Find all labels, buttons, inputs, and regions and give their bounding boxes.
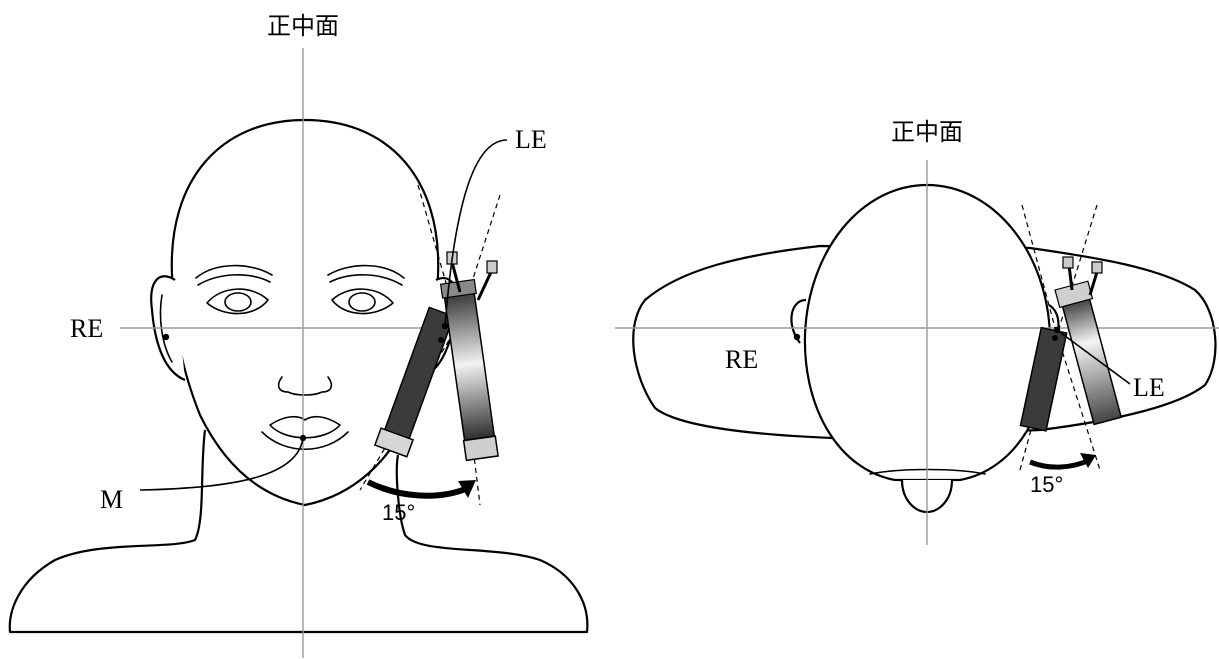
front-angle-label: 15°	[382, 500, 415, 525]
shoulders-outline	[8, 429, 589, 634]
front-le-label: LE	[515, 125, 547, 154]
front-re-label: RE	[70, 314, 103, 343]
top-le-label: LE	[1133, 373, 1165, 402]
top-point-re	[793, 333, 801, 341]
top-angle-label: 15°	[1030, 472, 1063, 497]
top-rotation-arrow	[1029, 457, 1092, 470]
device-rotated-arm	[373, 306, 455, 458]
front-m-label: M	[100, 485, 123, 514]
rotation-arrow	[366, 479, 470, 499]
top-view: 正中面 RE LE 15°	[615, 118, 1219, 545]
front-view: 正中面 RE LE M 15°	[8, 12, 589, 658]
nose	[277, 376, 333, 396]
head-outline	[170, 118, 440, 507]
top-re-label: RE	[725, 345, 758, 374]
mouth	[269, 415, 341, 439]
left-eye	[331, 288, 394, 315]
left-eyebrow	[327, 264, 405, 279]
top-midline-label: 正中面	[891, 118, 963, 146]
top-device-arm	[1054, 280, 1123, 426]
device-arm	[439, 278, 499, 462]
right-eye	[206, 288, 269, 315]
front-midline-label: 正中面	[267, 12, 339, 40]
right-eyebrow	[195, 264, 273, 279]
point-re	[162, 333, 170, 341]
